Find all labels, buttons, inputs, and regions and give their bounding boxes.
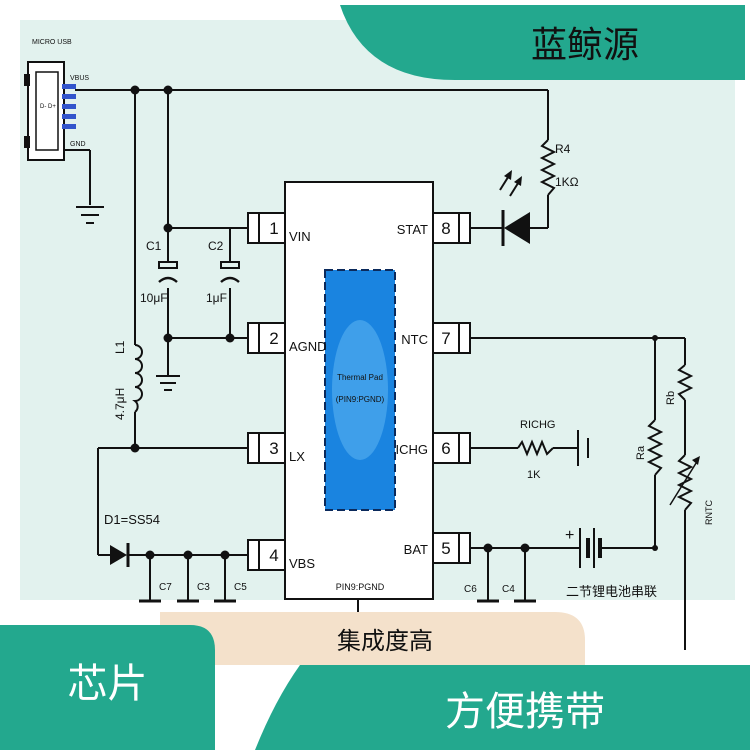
pgnd-label: PIN9:PGND — [336, 582, 385, 592]
c1-name: C1 — [146, 239, 162, 253]
usb-pin-dminus: D- — [40, 104, 46, 110]
charger-ic: Thermal Pad (PIN9:PGND) PIN9:PGND — [284, 181, 434, 600]
l1-name: L1 — [113, 340, 127, 354]
pin-4-number: 4 — [269, 546, 278, 565]
pin-3-number: 3 — [269, 439, 278, 458]
c5-label: C5 — [234, 582, 247, 593]
micro-usb-connector: MICRO USB VBUS GND D- D+ — [24, 39, 89, 161]
inductor-l1: 4.7μH L1 — [113, 340, 143, 420]
ra-name: Ra — [635, 445, 647, 460]
bottom-right-green-block — [255, 665, 750, 750]
status-led — [499, 170, 530, 246]
d1-label: D1=SS54 — [104, 512, 160, 527]
brand-name: 蓝鲸源 — [530, 25, 639, 66]
pin-2-number: 2 — [269, 329, 278, 348]
capacitor-c2: C2 1μF — [206, 239, 240, 305]
pin-7-name: NTC — [401, 332, 428, 347]
c7-label: C7 — [159, 582, 172, 593]
pin-8-name: STAT — [397, 222, 428, 237]
resistor-ra: Ra — [635, 419, 664, 476]
c2-name: C2 — [208, 239, 224, 253]
top-teal-band — [340, 5, 745, 80]
c3-label: C3 — [197, 582, 210, 593]
pin-6-number: 6 — [441, 439, 450, 458]
ic-right-pins — [432, 212, 471, 564]
bottom-left-green-block — [0, 625, 215, 750]
junctions — [130, 85, 658, 560]
thermal-pad-label-2: (PIN9:PGND) — [336, 395, 385, 404]
agnd-ground-symbol — [156, 375, 180, 391]
resistor-r4: R4 1KΩ — [539, 139, 579, 196]
battery-plus: + — [565, 527, 574, 544]
pin-7-number: 7 — [441, 329, 450, 348]
bottom-left-white-strip — [215, 665, 255, 750]
peach-feature-band — [160, 612, 585, 665]
rb-name: Rb — [665, 391, 677, 405]
resistor-richg: RICHG 1K — [517, 419, 555, 481]
l1-value: 4.7μH — [113, 388, 127, 420]
pin-1-name: VIN — [289, 229, 311, 244]
r4-name: R4 — [555, 142, 571, 156]
usb-pin-dplus: D+ — [48, 104, 56, 110]
portable-tag: 方便携带 — [445, 688, 605, 735]
ic-left-pins — [247, 212, 286, 571]
resistor-rb: Rb — [665, 364, 694, 405]
feature-tag: 集成度高 — [337, 626, 433, 655]
thermistor-rntc: RNTC — [669, 454, 714, 525]
pin-8-number: 8 — [441, 219, 450, 238]
c6-label: C6 — [464, 584, 477, 595]
c2-value: 1μF — [206, 291, 227, 305]
pin-2-name: AGND — [289, 339, 327, 354]
pin-3-name: LX — [289, 449, 305, 464]
pin-4-name: VBS — [289, 556, 315, 571]
battery-pack — [579, 528, 602, 568]
r4-value: 1KΩ — [555, 175, 579, 189]
usb-title: MICRO USB — [32, 39, 72, 46]
battery-label: 二节锂电池串联 — [566, 584, 657, 599]
pin-5-number: 5 — [441, 539, 450, 558]
richg-value: 1K — [527, 469, 541, 481]
chip-tag: 芯片 — [67, 661, 148, 707]
diode-d1: D1=SS54 — [104, 512, 160, 567]
usb-ground-symbol — [76, 206, 104, 224]
pin-5-name: BAT — [404, 542, 428, 557]
rntc-name: RNTC — [704, 500, 714, 525]
pin-1-number: 1 — [269, 219, 278, 238]
usb-vbus-label: VBUS — [70, 75, 89, 82]
capacitor-c1: C1 10μF — [140, 239, 178, 305]
pin-6-name: ICHG — [396, 442, 429, 457]
c1-value: 10μF — [140, 291, 168, 305]
thermal-pad-label-1: Thermal Pad — [337, 373, 383, 382]
c4-label: C4 — [502, 584, 515, 595]
richg-name: RICHG — [520, 419, 555, 431]
usb-gnd-label: GND — [70, 141, 86, 148]
